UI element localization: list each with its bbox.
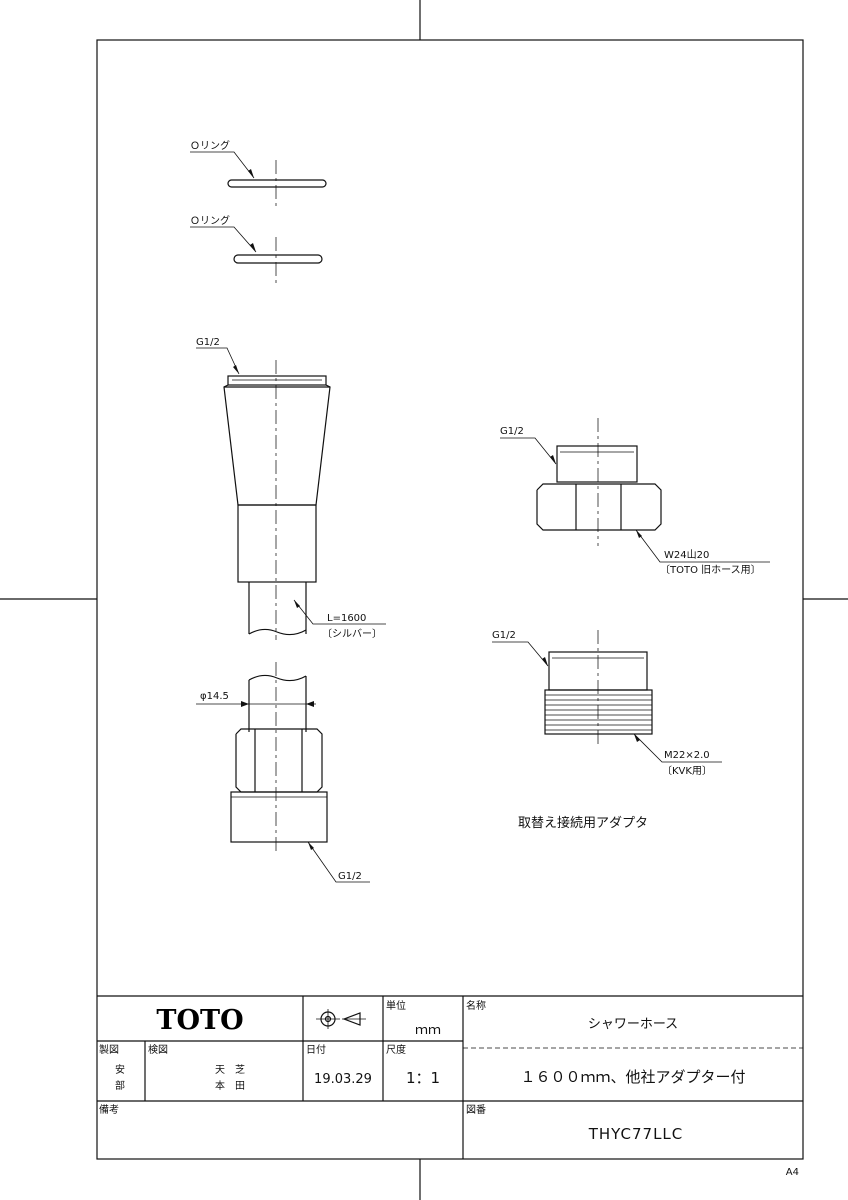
oring-1: Ｏリング <box>190 139 327 208</box>
hose-color-label: 〔シルバー〕 <box>322 628 382 640</box>
hose-lower: φ14.5 G1/2 <box>196 662 370 883</box>
adapter-caption: 取替え接続用アダプタ <box>518 815 648 831</box>
adapter2-spec-label: M22×2.0 <box>664 750 710 761</box>
product-name: シャワーホース <box>588 1017 678 1032</box>
date-value: 19.03.29 <box>314 1072 372 1087</box>
projection-symbol <box>316 1009 366 1029</box>
adapter-kvk: G1/2 M22×2.0 〔KVK用〕 <box>492 630 722 777</box>
scale-value: 1：1 <box>406 1069 440 1087</box>
adapter1-thread-label: G1/2 <box>500 426 524 437</box>
unit-value: ｍｍ <box>415 1023 441 1038</box>
remarks-label: 備考 <box>99 1103 119 1116</box>
checked-by-2: 本 田 <box>215 1079 245 1092</box>
name-label: 名称 <box>466 999 486 1012</box>
drawing-number: THYC77LLC <box>588 1125 684 1143</box>
made-by-1: 安 <box>115 1063 125 1076</box>
oring-2: Ｏリング <box>190 214 323 287</box>
hose-length-label: L=1600 <box>327 613 366 624</box>
hose-upper: G1/2 L=1600 〔シルバー〕 <box>196 337 386 640</box>
title-block: TOTO 単位 ｍｍ 名称 シャワーホース 製図 安 部 検図 天 芝 本 田 … <box>97 995 803 1159</box>
oring-2-label: Ｏリング <box>190 214 230 227</box>
date-label: 日付 <box>306 1043 326 1056</box>
hose-bottom-thread-label: G1/2 <box>338 871 362 882</box>
hose-diameter-label: φ14.5 <box>200 691 229 702</box>
adapter-toto: G1/2 W24山20 〔TOTO 旧ホース用〕 <box>500 418 770 576</box>
knurl-pattern <box>545 694 652 731</box>
made-by-2: 部 <box>115 1079 125 1092</box>
adapter2-note-label: 〔KVK用〕 <box>662 765 712 777</box>
adapter2-thread-label: G1/2 <box>492 630 516 641</box>
scale-label: 尺度 <box>386 1043 406 1056</box>
unit-label: 単位 <box>386 999 406 1012</box>
made-label: 製図 <box>99 1043 119 1056</box>
oring-1-label: Ｏリング <box>190 139 230 152</box>
adapter1-spec-label: W24山20 <box>664 549 709 561</box>
paper-size: A4 <box>786 1167 799 1178</box>
hose-top-thread-label: G1/2 <box>196 337 220 348</box>
checked-by-1: 天 芝 <box>215 1063 245 1076</box>
adapter1-note-label: 〔TOTO 旧ホース用〕 <box>660 564 761 576</box>
company-logo: TOTO <box>156 1005 243 1036</box>
drawing-no-label: 図番 <box>466 1104 486 1116</box>
product-description: １６００ｍｍ、他社アダプター付 <box>520 1068 745 1086</box>
checked-label: 検図 <box>148 1043 168 1056</box>
